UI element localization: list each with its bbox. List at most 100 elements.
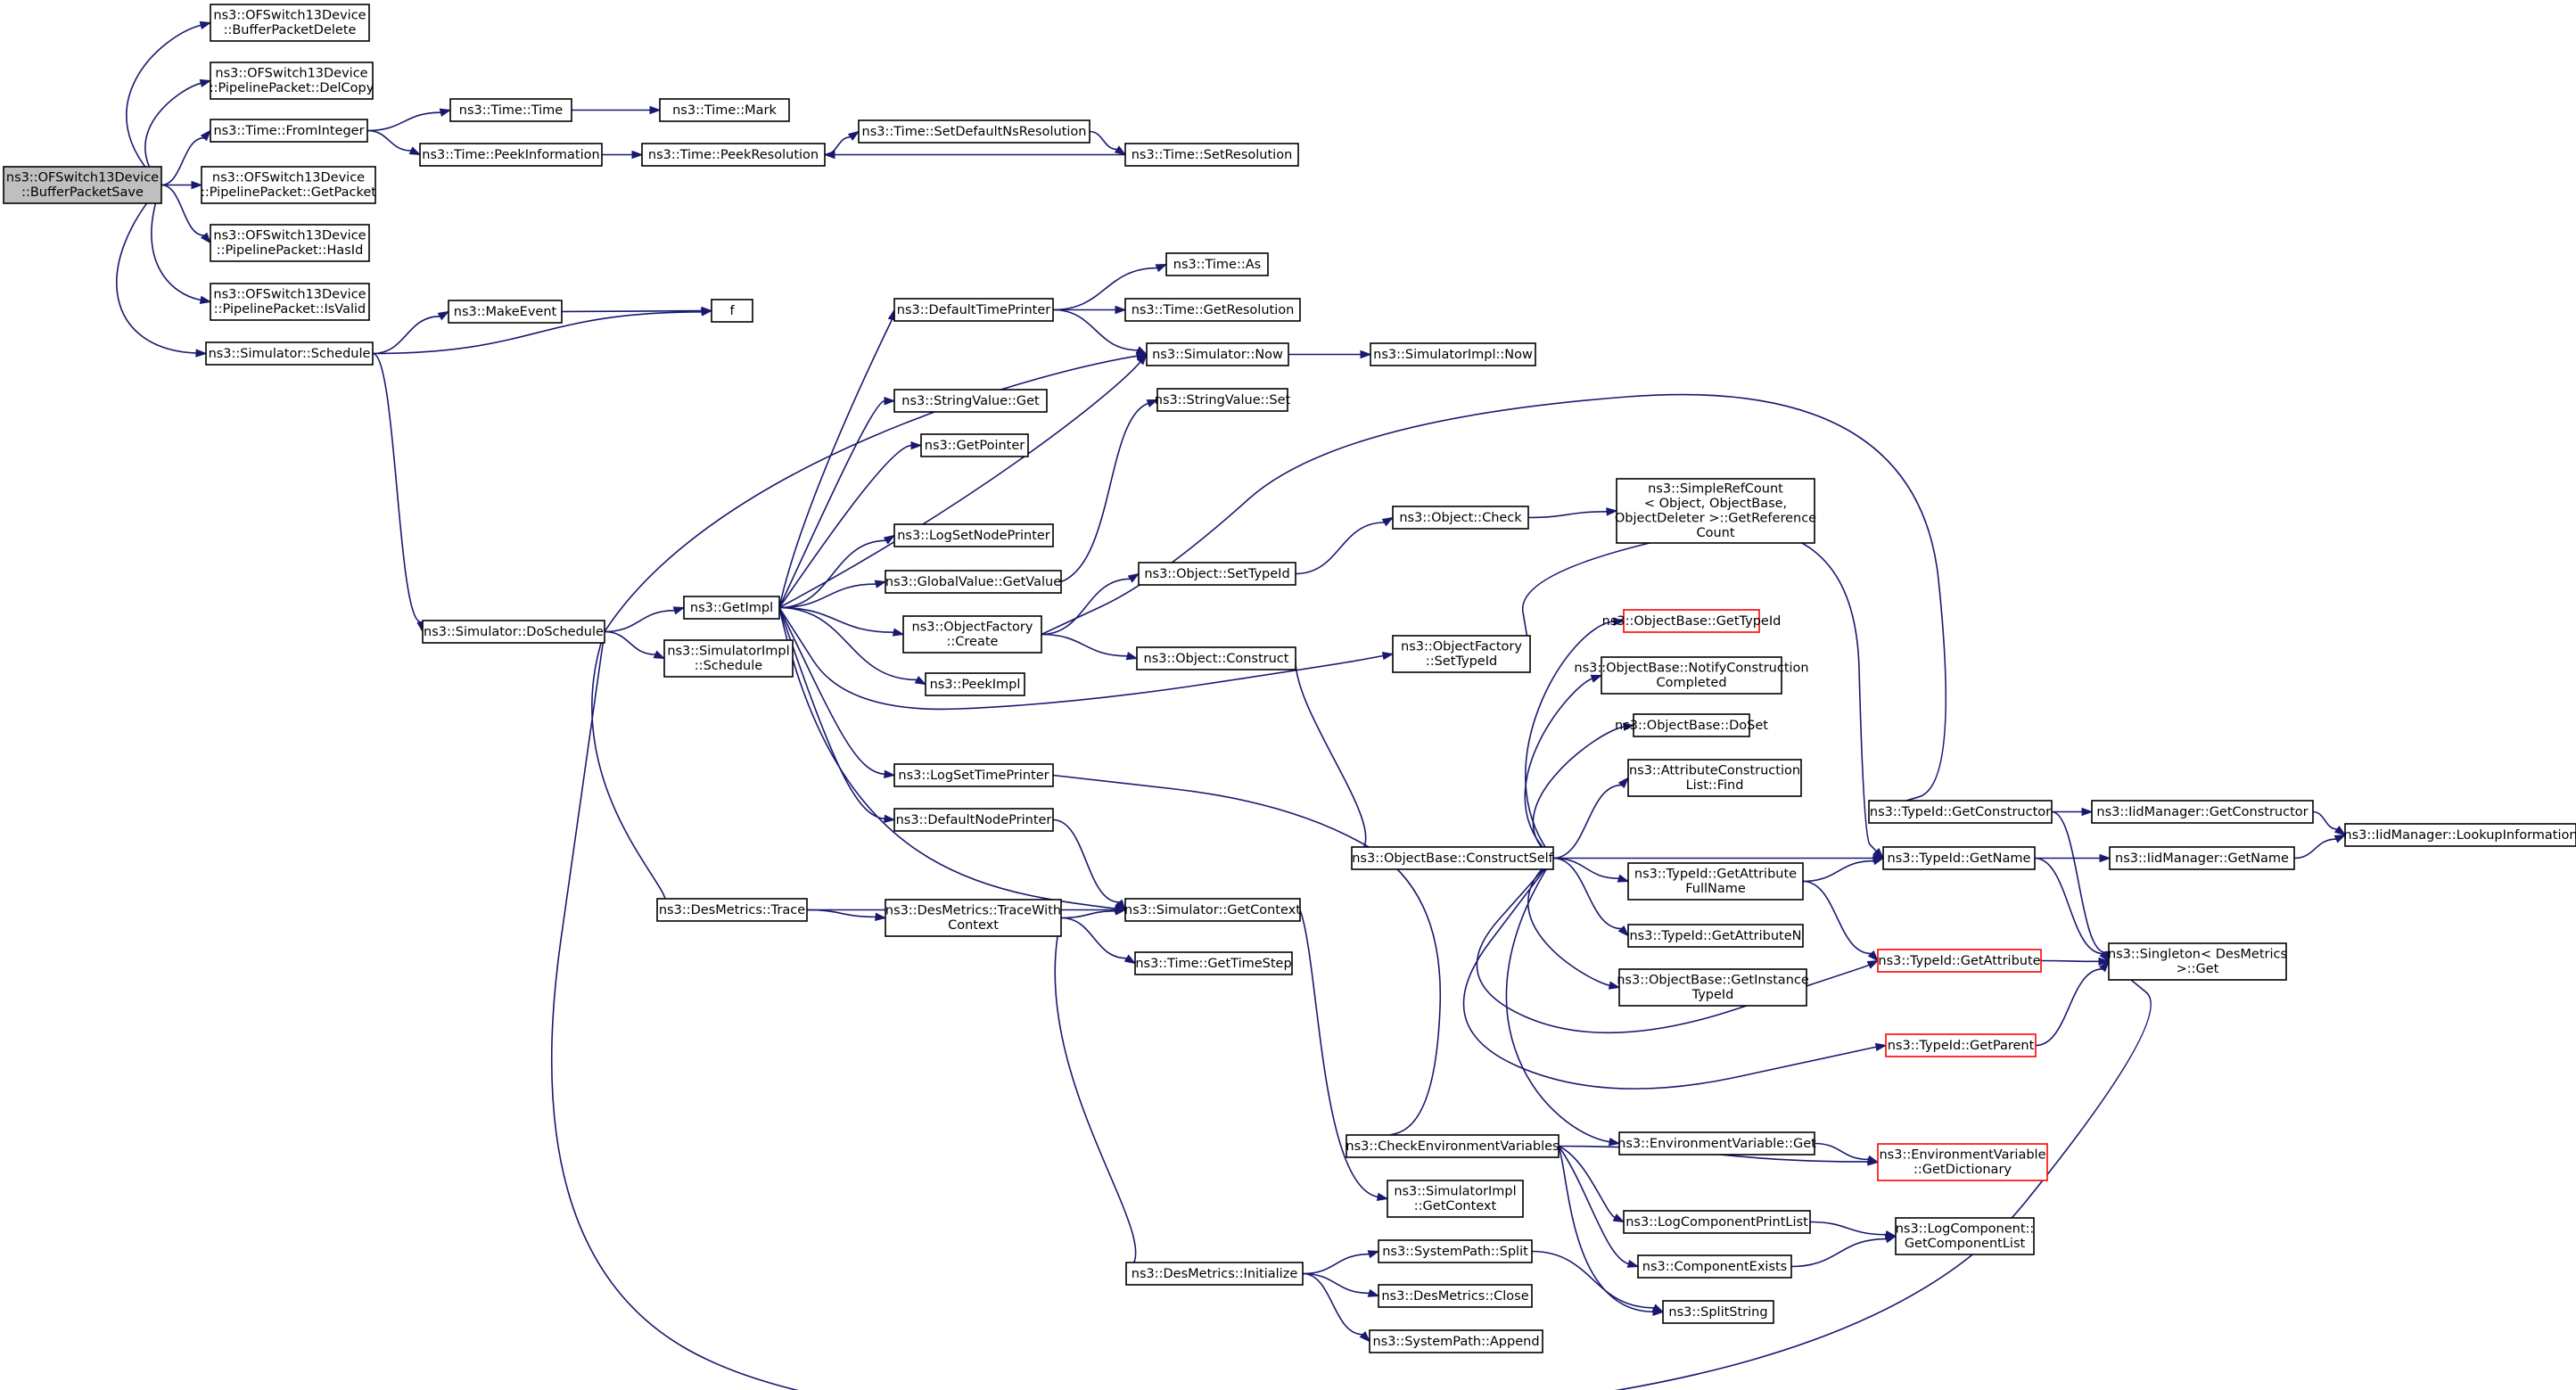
node-simnow[interactable]: ns3::Simulator::Now	[1146, 342, 1289, 366]
node-syspathsplit[interactable]: ns3::SystemPath::Split	[1378, 1239, 1533, 1263]
node-box	[1138, 562, 1296, 586]
node-logcompgetlist[interactable]: ns3::LogComponent::GetComponentList	[1895, 1217, 2035, 1255]
edge-line	[1505, 858, 1610, 1143]
node-logsettime[interactable]: ns3::LogSetTimePrinter	[893, 763, 1054, 787]
node-simplerefcount[interactable]: ns3::SimpleRefCount< Object, ObjectBase,…	[1615, 478, 1816, 544]
node-compexists[interactable]: ns3::ComponentExists	[1637, 1254, 1792, 1279]
node-getimpl[interactable]: ns3::GetImpl	[683, 596, 780, 620]
node-makeevent[interactable]: ns3::MakeEvent	[448, 300, 563, 324]
node-setdefns[interactable]: ns3::Time::SetDefaultNsResolution	[858, 119, 1090, 144]
node-notifyconstr[interactable]: ns3::ObjectBase::NotifyConstructionCompl…	[1574, 656, 1809, 695]
edge-line	[1531, 1250, 1655, 1309]
node-label: ns3::SimulatorImpl::Now	[1373, 348, 1533, 362]
edge-syspathsplit-to-splitstring	[1531, 1250, 1665, 1313]
edge-line	[604, 355, 1138, 632]
edge-objcheck-to-simplerefcount	[1527, 507, 1618, 519]
edge-ofcreate-to-objconstruct	[1041, 633, 1139, 661]
node-pphasid[interactable]: ns3::OFSwitch13Device::PipelinePacket::H…	[210, 224, 370, 262]
node-simimplgetctx[interactable]: ns3::SimulatorImpl::GetContext	[1387, 1180, 1524, 1218]
node-iidlookup[interactable]: ns3::IidManager::LookupInformation	[2343, 823, 2576, 847]
node-doschedule[interactable]: ns3::Simulator::DoSchedule	[422, 620, 605, 644]
edge-line	[1295, 658, 1367, 853]
node-checkenv[interactable]: ns3::CheckEnvironmentVariables	[1346, 1134, 1560, 1158]
node-label: GetComponentList	[1905, 1237, 2026, 1251]
node-objsettypeid[interactable]: ns3::Object::SetTypeId	[1138, 562, 1296, 586]
node-getattrn[interactable]: ns3::TypeId::GetAttributeN	[1627, 924, 1804, 948]
edge-constructself-to-attrconstrfind	[1552, 777, 1629, 859]
node-label: ns3::GlobalValue::GetValue	[885, 575, 1061, 589]
arrowhead	[1874, 1042, 1888, 1052]
node-bpdel[interactable]: ns3::OFSwitch13Device::BufferPacketDelet…	[210, 4, 370, 42]
node-envgetdict[interactable]: ns3::EnvironmentVariable::GetDictionary	[1877, 1143, 2048, 1181]
node-iidgetname[interactable]: ns3::IidManager::GetName	[2109, 846, 2295, 870]
node-ofsettypeid[interactable]: ns3::ObjectFactory::SetTypeId	[1392, 635, 1531, 673]
node-box	[1618, 1131, 1815, 1156]
arrowhead	[1622, 722, 1635, 731]
node-logsetnode[interactable]: ns3::LogSetNodePrinter	[893, 523, 1054, 547]
node-simgetctx[interactable]: ns3::Simulator::GetContext	[1124, 898, 1301, 922]
node-box	[1662, 1300, 1774, 1324]
node-obgettypeid[interactable]: ns3::ObjectBase::GetTypeId	[1602, 609, 1782, 633]
node-logcompprint[interactable]: ns3::LogComponentPrintList	[1623, 1210, 1811, 1234]
node-timegetstep[interactable]: ns3::Time::GetTimeStep	[1134, 951, 1293, 975]
node-tidgetconstructor[interactable]: ns3::TypeId::GetConstructor	[1868, 800, 2053, 824]
edge-tidgetconstructor-to-singleton	[2051, 810, 2110, 963]
node-tidgetparent[interactable]: ns3::TypeId::GetParent	[1885, 1033, 2037, 1057]
node-defnodeprinter[interactable]: ns3::DefaultNodePrinter	[893, 808, 1054, 832]
node-timemark[interactable]: ns3::Time::Mark	[659, 98, 790, 122]
node-ppdelcopy[interactable]: ns3::OFSwitch13Device::PipelinePacket::D…	[210, 62, 374, 100]
node-ppgetpacket[interactable]: ns3::OFSwitch13Device::PipelinePacket::G…	[201, 166, 376, 204]
node-iidgetconstructor[interactable]: ns3::IidManager::GetConstructor	[2091, 800, 2314, 824]
arrowhead	[1612, 1213, 1625, 1223]
node-simsched[interactable]: ns3::Simulator::Schedule	[205, 341, 374, 366]
node-simimplnow[interactable]: ns3::SimulatorImpl::Now	[1370, 342, 1536, 366]
node-timegetres[interactable]: ns3::Time::GetResolution	[1124, 298, 1301, 322]
node-label: ns3::SplitString	[1668, 1305, 1767, 1320]
node-singleton[interactable]: ns3::Singleton< DesMetrics>::Get	[2108, 942, 2287, 981]
node-fromint[interactable]: ns3::Time::FromInteger	[210, 119, 368, 143]
node-desmclose[interactable]: ns3::DesMetrics::Close	[1378, 1284, 1533, 1308]
node-simimplsched[interactable]: ns3::SimulatorImpl::Schedule	[663, 639, 794, 678]
edge-getimpl-to-ofsettypeid	[778, 607, 1395, 711]
node-objcheck[interactable]: ns3::Object::Check	[1392, 506, 1529, 530]
node-timetime[interactable]: ns3::Time::Time	[449, 98, 572, 122]
node-peekimpl[interactable]: ns3::PeekImpl	[925, 672, 1025, 696]
node-setres[interactable]: ns3::Time::SetResolution	[1124, 143, 1299, 167]
node-desminit[interactable]: ns3::DesMetrics::Initialize	[1125, 1262, 1304, 1286]
node-syspathappend[interactable]: ns3::SystemPath::Append	[1369, 1329, 1543, 1353]
node-stringget[interactable]: ns3::StringValue::Get	[893, 389, 1048, 413]
node-deftimeprinter[interactable]: ns3::DefaultTimePrinter	[893, 298, 1054, 322]
edge-fromint-to-timetime	[366, 108, 452, 132]
edge-line	[1302, 1272, 1370, 1295]
arrowhead	[1135, 346, 1148, 356]
node-splitstring[interactable]: ns3::SplitString	[1662, 1300, 1774, 1324]
edge-deftimeprinter-to-timeas	[1052, 263, 1168, 311]
edge-line	[160, 184, 204, 236]
node-label: ns3::SimulatorImpl	[667, 645, 789, 659]
node-desmtrace[interactable]: ns3::DesMetrics::Trace	[656, 898, 808, 922]
node-ppisvalid[interactable]: ns3::OFSwitch13Device::PipelinePacket::I…	[210, 283, 370, 321]
node-ofcreate[interactable]: ns3::ObjectFactory::Create	[902, 615, 1042, 654]
node-box	[2108, 942, 2287, 981]
node-envget[interactable]: ns3::EnvironmentVariable::Get	[1617, 1131, 1816, 1156]
node-stringset[interactable]: ns3::StringValue::Set	[1155, 388, 1291, 412]
node-peekres[interactable]: ns3::Time::PeekResolution	[641, 143, 826, 167]
node-tidgetattr[interactable]: ns3::TypeId::GetAttribute	[1877, 949, 2042, 973]
node-root[interactable]: ns3::OFSwitch13Device::BufferPacketSave	[3, 166, 162, 204]
edge-line	[1558, 1146, 1654, 1313]
node-obdoset[interactable]: ns3::ObjectBase::DoSet	[1615, 713, 1768, 737]
node-gvgetvalue[interactable]: ns3::GlobalValue::GetValue	[885, 570, 1062, 594]
node-timeas[interactable]: ns3::Time::As	[1165, 252, 1269, 276]
node-constructself[interactable]: ns3::ObjectBase::ConstructSelf	[1351, 846, 1554, 870]
node-objconstruct[interactable]: ns3::Object::Construct	[1136, 646, 1296, 670]
edge-constructself-to-tidgetparent	[1462, 858, 1888, 1090]
node-peekinfo[interactable]: ns3::Time::PeekInformation	[419, 143, 603, 167]
node-tidgetname[interactable]: ns3::TypeId::GetName	[1882, 846, 2036, 870]
arrowhead	[874, 580, 887, 588]
node-f[interactable]: f	[711, 299, 753, 323]
node-getpointer[interactable]: ns3::GetPointer	[920, 433, 1029, 457]
